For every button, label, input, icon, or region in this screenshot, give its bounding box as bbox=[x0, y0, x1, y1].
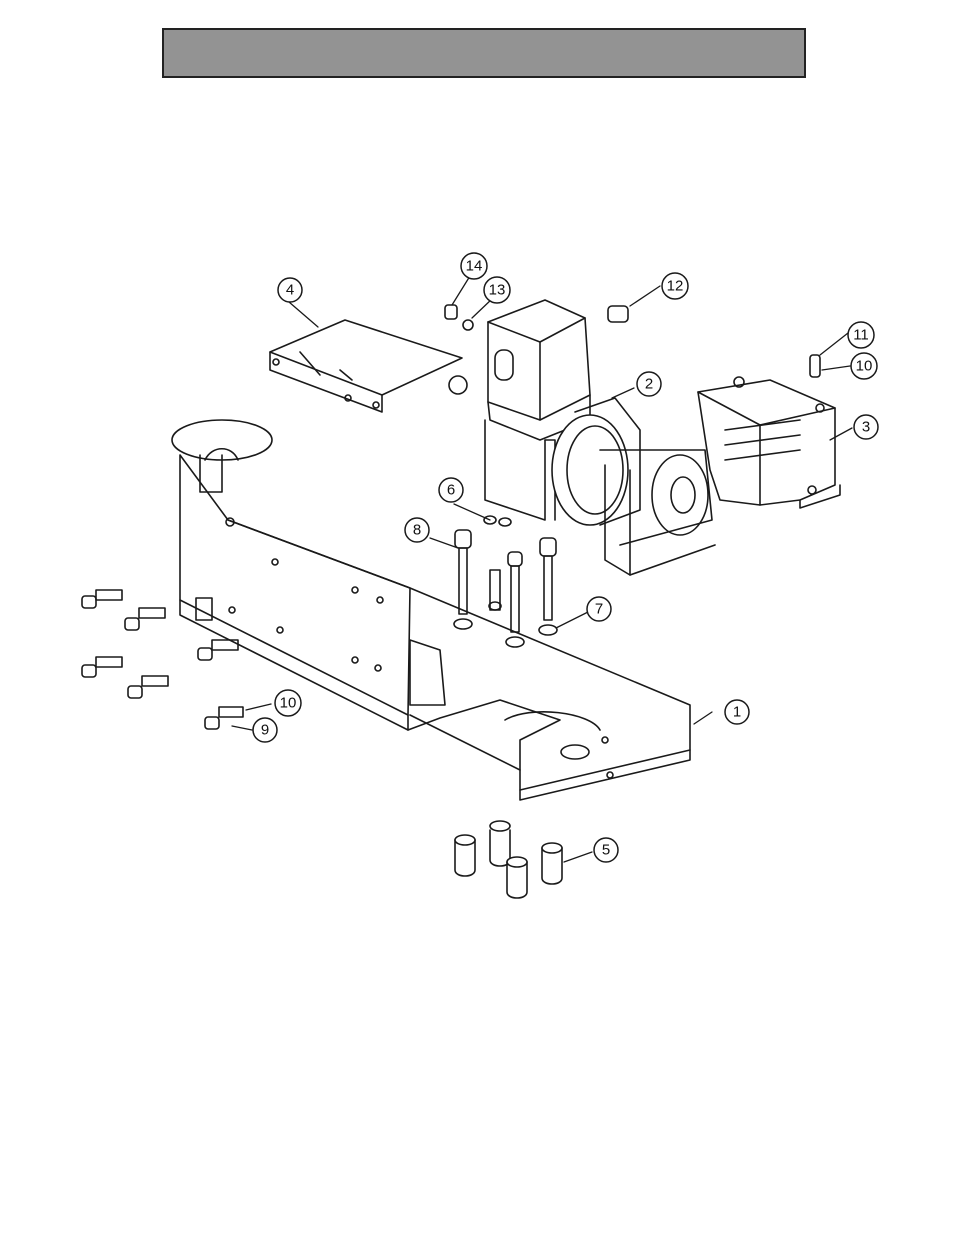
svg-text:11: 11 bbox=[853, 327, 869, 344]
callout-6: 6 bbox=[439, 478, 463, 502]
callout-5: 5 bbox=[594, 838, 618, 862]
cover-plate bbox=[270, 320, 462, 412]
callout-3: 3 bbox=[854, 415, 878, 439]
svg-text:3: 3 bbox=[862, 419, 870, 436]
svg-text:4: 4 bbox=[286, 282, 294, 299]
motor-gearbox bbox=[485, 300, 715, 575]
callout-8: 8 bbox=[405, 518, 429, 542]
svg-text:5: 5 bbox=[602, 842, 610, 859]
svg-text:1: 1 bbox=[733, 704, 741, 721]
callout-13: 13 bbox=[484, 277, 510, 303]
callout-1: 1 bbox=[725, 700, 749, 724]
washers bbox=[454, 602, 557, 647]
svg-text:10: 10 bbox=[280, 695, 297, 712]
callout-7: 7 bbox=[587, 597, 611, 621]
small-screws bbox=[484, 516, 511, 526]
svg-text:12: 12 bbox=[667, 278, 684, 295]
callout-12: 12 bbox=[662, 273, 688, 299]
callout-9: 9 bbox=[253, 718, 277, 742]
callout-14: 14 bbox=[461, 253, 487, 279]
callout-2: 2 bbox=[637, 372, 661, 396]
long-bolts bbox=[455, 530, 556, 632]
callout-10-side: 10 bbox=[275, 690, 301, 716]
svg-text:13: 13 bbox=[489, 282, 506, 299]
callout-4: 4 bbox=[278, 278, 302, 302]
svg-text:14: 14 bbox=[466, 258, 483, 275]
spacers bbox=[455, 821, 562, 898]
svg-text:8: 8 bbox=[413, 522, 421, 539]
svg-text:6: 6 bbox=[447, 482, 455, 499]
svg-text:2: 2 bbox=[645, 376, 653, 393]
svg-text:9: 9 bbox=[261, 722, 269, 739]
svg-text:10: 10 bbox=[856, 358, 873, 375]
svg-text:7: 7 bbox=[595, 601, 603, 618]
bracket bbox=[698, 377, 840, 508]
callout-10-top: 10 bbox=[851, 353, 877, 379]
callout-11: 11 bbox=[848, 322, 874, 348]
